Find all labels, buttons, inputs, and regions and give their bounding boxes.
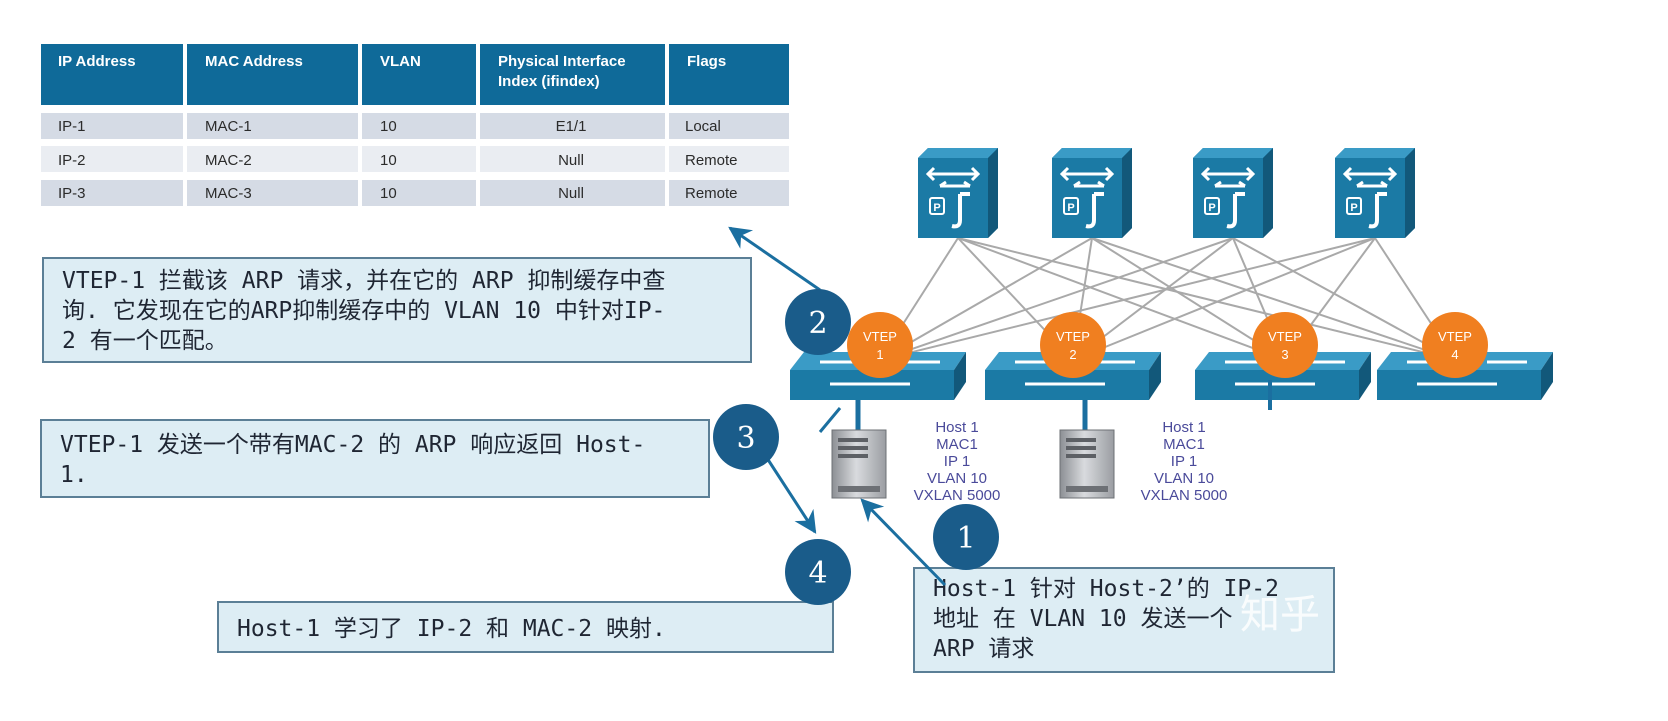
spine-switch-icon: P xyxy=(1052,148,1132,238)
vtep-label: VTEP xyxy=(1438,329,1472,344)
svg-text:Host-1 针对 Host-2’的 IP-2: Host-1 针对 Host-2’的 IP-2 xyxy=(933,576,1279,602)
table-header-mac: MAC Address xyxy=(205,53,303,70)
table-row: IP-3 MAC-3 10 Null Remote xyxy=(41,180,789,206)
server-icon xyxy=(1059,429,1115,499)
table-cell: IP-3 xyxy=(58,185,86,202)
vtep-badge-1: VTEP 1 xyxy=(847,312,913,378)
vtep-badge-2: VTEP 2 xyxy=(1040,312,1106,378)
table-cell: Local xyxy=(685,118,721,135)
svg-text:MAC1: MAC1 xyxy=(936,436,978,453)
svg-text:3: 3 xyxy=(736,421,755,456)
table-cell: MAC-2 xyxy=(205,152,252,169)
step-marker-4: 4 xyxy=(785,539,851,605)
step-marker-2: 2 xyxy=(785,289,851,355)
table-cell: MAC-3 xyxy=(205,185,252,202)
svg-text:1.: 1. xyxy=(60,462,88,488)
arrow-step-3 xyxy=(763,454,817,534)
arrow-step-2 xyxy=(728,226,821,292)
svg-text:IP 1: IP 1 xyxy=(944,453,970,470)
vtep-number: 1 xyxy=(876,347,883,362)
arrow-step-1 xyxy=(860,498,947,587)
host-label-2: Host 1 MAC1 IP 1 VLAN 10 VXLAN 5000 xyxy=(1141,419,1228,504)
svg-text:VXLAN 5000: VXLAN 5000 xyxy=(914,487,1001,504)
table-header-flags: Flags xyxy=(687,53,726,70)
svg-text:2: 2 xyxy=(808,306,827,341)
table-cell: IP-2 xyxy=(58,152,86,169)
table-header-cell xyxy=(41,44,183,105)
svg-text:2 有一个匹配。: 2 有一个匹配。 xyxy=(62,328,228,354)
svg-text:P: P xyxy=(1067,202,1074,214)
svg-text:VLAN 10: VLAN 10 xyxy=(1154,470,1214,487)
spine-switch-icon: P xyxy=(1335,148,1415,238)
table-cell: E1/1 xyxy=(556,118,587,135)
svg-text:Host 1: Host 1 xyxy=(935,419,978,436)
server-icon xyxy=(831,429,887,499)
table-cell: Null xyxy=(558,152,584,169)
note-step-3: VTEP-1 发送一个带有MAC-2 的 ARP 响应返回 Host- 1. xyxy=(40,419,710,498)
svg-text:Host 1: Host 1 xyxy=(1162,419,1205,436)
svg-text:P: P xyxy=(1208,202,1215,214)
table-header-interface-line2: Index (ifindex) xyxy=(498,73,600,90)
svg-text:IP 1: IP 1 xyxy=(1171,453,1197,470)
step-marker-3: 3 xyxy=(713,404,779,470)
table-cell: 10 xyxy=(380,185,397,202)
table-row: IP-1 MAC-1 10 E1/1 Local xyxy=(41,113,789,139)
svg-text:MAC1: MAC1 xyxy=(1163,436,1205,453)
vtep-label: VTEP xyxy=(1268,329,1302,344)
table-header-cell xyxy=(669,44,789,105)
step-marker-1: 1 xyxy=(933,504,999,570)
table-header-cell xyxy=(362,44,476,105)
vtep-number: 3 xyxy=(1281,347,1288,362)
table-cell: 10 xyxy=(380,152,397,169)
fabric-links xyxy=(879,237,1456,361)
table-cell: Remote xyxy=(685,185,738,202)
table-cell: IP-1 xyxy=(58,118,86,135)
arrow-step-3-tail xyxy=(818,407,842,433)
note-step-1: Host-1 针对 Host-2’的 IP-2 地址 在 VLAN 10 发送一… xyxy=(913,567,1335,673)
svg-text:VTEP-1 拦截该 ARP 请求，并在它的 ARP 抑制缓: VTEP-1 拦截该 ARP 请求，并在它的 ARP 抑制缓存中查 xyxy=(62,268,665,294)
table-header-ip: IP Address xyxy=(58,53,136,70)
vtep-number: 4 xyxy=(1451,347,1458,362)
table-header-vlan: VLAN xyxy=(380,53,421,70)
table-header-interface: Physical Interface xyxy=(498,53,626,70)
watermark: 知乎 @杨左屎 xyxy=(1240,592,1493,638)
table-header-cell xyxy=(187,44,358,105)
arp-table: IP Address MAC Address VLAN Physical Int… xyxy=(41,44,789,206)
vtep-label: VTEP xyxy=(863,329,897,344)
spine-switch-icon: P xyxy=(1193,148,1273,238)
svg-text:VTEP-1 发送一个带有MAC-2 的 ARP 响应返回: VTEP-1 发送一个带有MAC-2 的 ARP 响应返回 Host- xyxy=(60,432,645,458)
vtep-badge-4: VTEP 4 xyxy=(1422,312,1488,378)
vtep-badge-3: VTEP 3 xyxy=(1252,312,1318,378)
vtep-label: VTEP xyxy=(1056,329,1090,344)
svg-text:VXLAN 5000: VXLAN 5000 xyxy=(1141,487,1228,504)
svg-text:4: 4 xyxy=(808,556,827,591)
svg-text:1: 1 xyxy=(956,521,975,556)
note-step-4: Host-1 学习了 IP-2 和 MAC-2 映射. xyxy=(217,601,834,653)
svg-text:询. 它发现在它的ARP抑制缓存中的 VLAN 10 中针对: 询. 它发现在它的ARP抑制缓存中的 VLAN 10 中针对IP- xyxy=(62,298,665,324)
spine-switch-icon: P xyxy=(918,148,998,238)
table-cell: Null xyxy=(558,185,584,202)
vtep-number: 2 xyxy=(1069,347,1076,362)
svg-text:地址 在 VLAN 10 发送一个: 地址 在 VLAN 10 发送一个 xyxy=(933,606,1232,632)
table-row: IP-2 MAC-2 10 Null Remote xyxy=(41,146,789,172)
svg-text:VLAN 10: VLAN 10 xyxy=(927,470,987,487)
note-step-2: VTEP-1 拦截该 ARP 请求，并在它的 ARP 抑制缓存中查 询. 它发现… xyxy=(42,257,752,363)
table-cell: Remote xyxy=(685,152,738,169)
svg-text:P: P xyxy=(933,202,940,214)
table-header-cell xyxy=(480,44,665,105)
table-cell: MAC-1 xyxy=(205,118,252,135)
svg-text:ARP 请求: ARP 请求 xyxy=(933,636,1034,662)
table-cell: 10 xyxy=(380,118,397,135)
host-label-1: Host 1 MAC1 IP 1 VLAN 10 VXLAN 5000 xyxy=(914,419,1001,504)
svg-text:Host-1 学习了 IP-2 和 MAC-2 映射.: Host-1 学习了 IP-2 和 MAC-2 映射. xyxy=(237,616,666,642)
svg-text:P: P xyxy=(1350,202,1357,214)
